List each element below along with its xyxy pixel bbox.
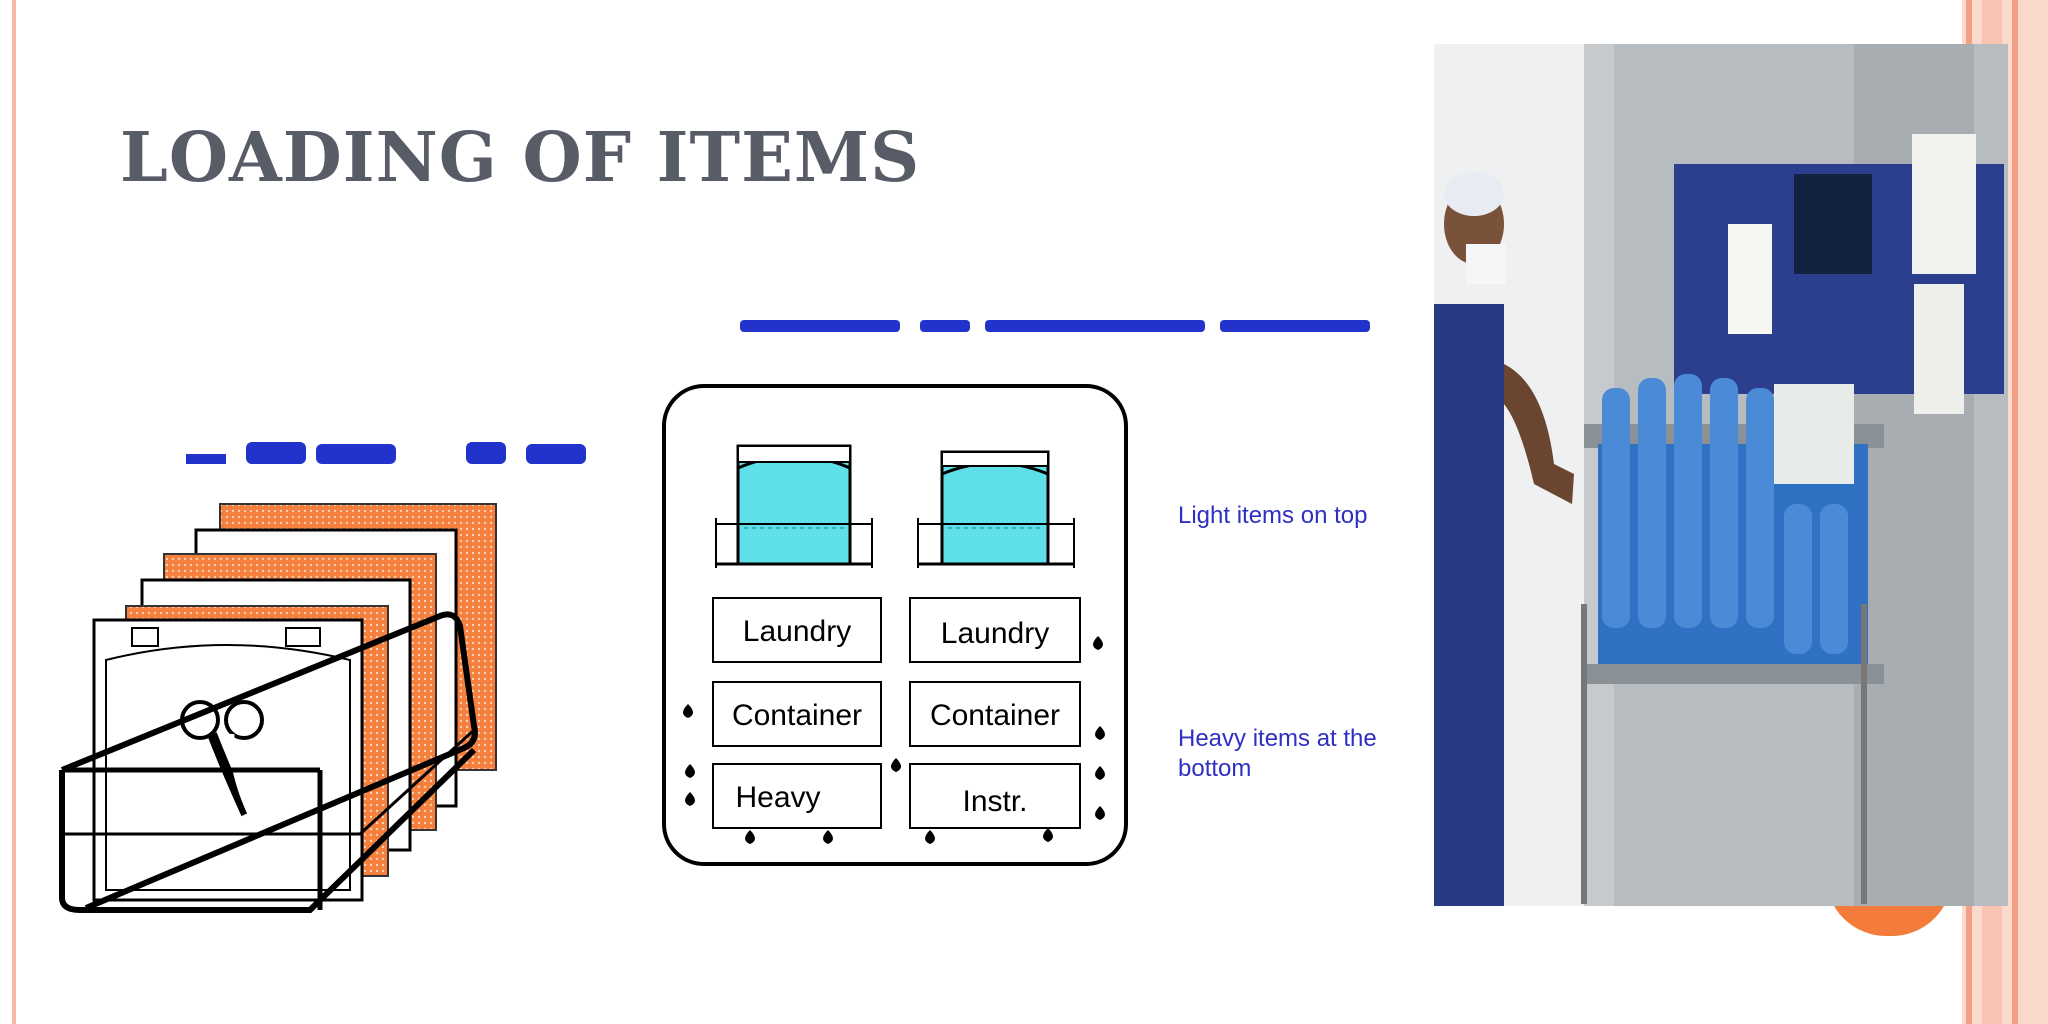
left-border-rule: [12, 0, 16, 1024]
tray-with-packs-and-scissors-icon: [59, 503, 497, 913]
condensate-drops: [683, 636, 1105, 844]
light-item-right: [917, 450, 1075, 568]
cropped-caption-left: [186, 442, 586, 464]
sterilizer-loading-photo-icon: [1434, 44, 2008, 906]
shelf-label-container-left: Container: [732, 699, 862, 732]
shelf-label-container-right: Container: [930, 699, 1060, 732]
right-band-stripe: [2012, 0, 2018, 1024]
cropped-caption-right: [740, 320, 1370, 332]
sterilizer-chamber-diagram: Laundry Laundry Container Container Heav…: [662, 384, 1128, 866]
shelf-label-laundry-left: Laundry: [743, 615, 851, 648]
slide-title: LOADING OF ITEMS: [120, 118, 921, 198]
shelf-label-instr: Instr.: [962, 785, 1027, 818]
annotation-heavy-items: Heavy items at the bottom: [1178, 725, 1377, 782]
shelf-label-laundry-right: Laundry: [941, 617, 1049, 650]
annotation-light-items: Light items on top: [1178, 502, 1368, 529]
shelf-label-heavy: Heavy: [735, 781, 820, 814]
light-item-left: [715, 444, 873, 568]
